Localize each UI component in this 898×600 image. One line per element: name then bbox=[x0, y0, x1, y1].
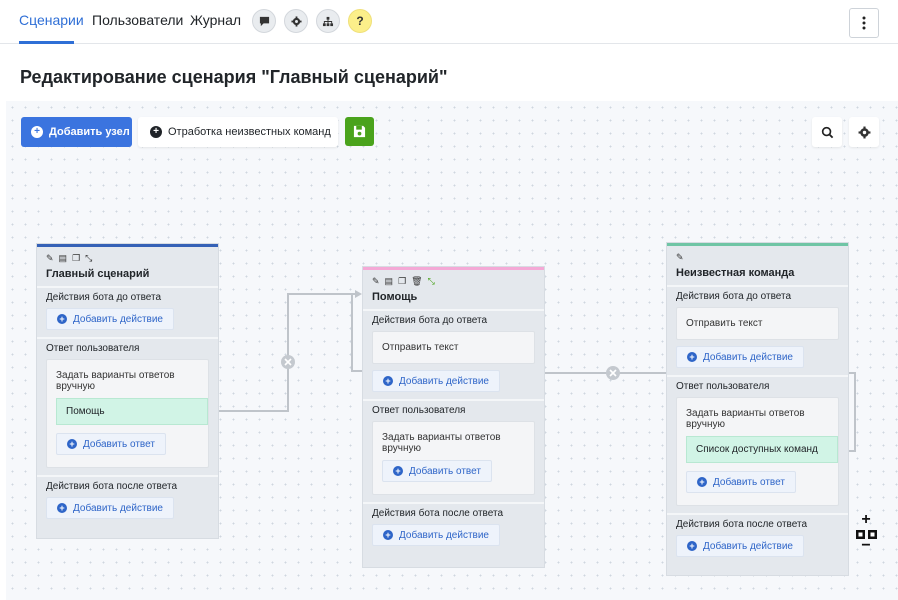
plus-circle-icon: + bbox=[67, 439, 77, 449]
unknown-commands-button[interactable]: + Отработка неизвестных команд bbox=[138, 117, 338, 147]
section-title: Действия бота до ответа bbox=[676, 291, 792, 302]
plus-circle-icon: + bbox=[57, 314, 67, 324]
node-unknown-command[interactable]: ✎ Неизвестная команда Действия бота до о… bbox=[666, 242, 849, 576]
add-action-button[interactable]: + Добавить действие bbox=[676, 535, 804, 557]
plus-circle-icon: + bbox=[697, 477, 707, 487]
kebab-vertical-icon[interactable] bbox=[849, 8, 879, 38]
add-answer-button[interactable]: + Добавить ответ bbox=[382, 460, 492, 482]
add-action-label: Добавить действие bbox=[399, 375, 489, 387]
add-answer-label: Добавить ответ bbox=[83, 438, 155, 450]
help-button[interactable]: ? bbox=[348, 9, 372, 33]
node-title: Главный сценарий bbox=[46, 268, 150, 280]
section-title: Действия бота после ответа bbox=[676, 519, 808, 530]
add-action-label: Добавить действие bbox=[73, 313, 163, 325]
answer-options-card: Задать варианты ответов вручную Помощь +… bbox=[46, 359, 209, 468]
add-action-button[interactable]: + Добавить действие bbox=[372, 524, 500, 546]
duplicate-icon[interactable]: ❐ bbox=[72, 253, 81, 263]
answer-options-card: Задать варианты ответов вручную Список д… bbox=[676, 397, 839, 506]
active-tab-indicator bbox=[19, 41, 74, 44]
node-main-scenario[interactable]: ✎ ▤ ❐ ⤡ Главный сценарий Действия бота д… bbox=[36, 243, 219, 539]
save-button[interactable] bbox=[345, 117, 374, 146]
search-button[interactable] bbox=[812, 117, 842, 147]
section-title: Действия бота до ответа bbox=[46, 292, 162, 303]
unknown-commands-label: Отработка неизвестных команд bbox=[168, 126, 331, 138]
section-title: Действия бота после ответа bbox=[46, 481, 178, 492]
add-action-label: Добавить действие bbox=[73, 502, 163, 514]
add-action-button[interactable]: + Добавить действие bbox=[676, 346, 804, 368]
node-color-bar bbox=[363, 267, 544, 270]
send-text-action: Отправить текст bbox=[382, 342, 459, 353]
add-node-label: Добавить узел bbox=[49, 126, 130, 138]
plus-circle-icon: + bbox=[687, 541, 697, 551]
answer-option[interactable]: Помощь bbox=[56, 398, 208, 425]
add-answer-button[interactable]: + Добавить ответ bbox=[56, 433, 166, 455]
edit-icon[interactable]: ✎ bbox=[46, 253, 54, 263]
manual-answers-label: Задать варианты ответов вручную bbox=[382, 432, 501, 454]
edit-icon[interactable]: ✎ bbox=[372, 276, 380, 286]
plus-circle-icon: + bbox=[383, 376, 393, 386]
gear-icon[interactable] bbox=[284, 9, 308, 33]
gear-icon bbox=[858, 126, 870, 138]
floppy-disk-icon bbox=[353, 125, 366, 138]
plus-circle-icon: + bbox=[150, 126, 162, 138]
fit-view-icon[interactable] bbox=[856, 528, 877, 541]
plus-circle-icon: + bbox=[687, 352, 697, 362]
node-color-bar bbox=[667, 243, 848, 246]
action-card[interactable]: Отправить текст bbox=[676, 307, 839, 340]
zoom-controls: + − bbox=[856, 511, 877, 554]
duplicate-icon[interactable]: ❐ bbox=[398, 276, 407, 286]
manual-answers-label: Задать варианты ответов вручную bbox=[56, 370, 175, 392]
node-color-bar bbox=[37, 244, 218, 247]
edit-icon[interactable]: ✎ bbox=[676, 252, 684, 262]
add-action-label: Добавить действие bbox=[703, 351, 793, 363]
manual-answers-label: Задать варианты ответов вручную bbox=[686, 408, 805, 430]
add-action-button[interactable]: + Добавить действие bbox=[372, 370, 500, 392]
canvas-settings-button[interactable] bbox=[849, 117, 879, 147]
sitemap-icon[interactable] bbox=[316, 9, 340, 33]
node-title: Неизвестная команда bbox=[676, 267, 795, 279]
copy-icon[interactable]: ▤ bbox=[384, 276, 394, 286]
plus-circle-icon: + bbox=[393, 466, 403, 476]
section-title: Ответ пользователя bbox=[46, 343, 140, 354]
section-title: Действия бота до ответа bbox=[372, 315, 488, 326]
search-icon bbox=[821, 126, 833, 138]
section-title: Ответ пользователя bbox=[372, 405, 466, 416]
plus-circle-icon: + bbox=[383, 530, 393, 540]
copy-icon[interactable]: ▤ bbox=[58, 253, 68, 263]
tab-journal[interactable]: Журнал bbox=[190, 12, 242, 28]
add-action-label: Добавить действие bbox=[399, 529, 489, 541]
node-title: Помощь bbox=[372, 291, 418, 303]
add-answer-label: Добавить ответ bbox=[713, 476, 785, 488]
add-action-button[interactable]: + Добавить действие bbox=[46, 308, 174, 330]
add-node-button[interactable]: + Добавить узел bbox=[21, 117, 132, 147]
top-navigation: Сценарии Пользователи Журнал ? bbox=[0, 0, 898, 44]
zoom-in-button[interactable]: + bbox=[861, 511, 871, 528]
page-title: Редактирование сценария "Главный сценари… bbox=[20, 67, 448, 87]
add-action-button[interactable]: + Добавить действие bbox=[46, 497, 174, 519]
section-title: Действия бота после ответа bbox=[372, 508, 504, 519]
zoom-out-button[interactable]: − bbox=[861, 537, 871, 554]
send-text-action: Отправить текст bbox=[686, 318, 763, 329]
plus-circle-icon: + bbox=[31, 126, 43, 138]
add-action-label: Добавить действие bbox=[703, 540, 793, 552]
add-answer-label: Добавить ответ bbox=[409, 465, 481, 477]
chat-icon[interactable] bbox=[252, 9, 276, 33]
resize-icon[interactable]: ⤡ bbox=[427, 276, 435, 286]
action-card[interactable]: Отправить текст bbox=[372, 331, 535, 364]
resize-icon[interactable]: ⤡ bbox=[85, 253, 93, 263]
delete-icon[interactable]: 🗑 bbox=[411, 276, 423, 286]
section-title: Ответ пользователя bbox=[676, 381, 770, 392]
plus-circle-icon: + bbox=[57, 503, 67, 513]
add-answer-button[interactable]: + Добавить ответ bbox=[686, 471, 796, 493]
tab-users[interactable]: Пользователи bbox=[92, 12, 184, 28]
answer-option[interactable]: Список доступных команд bbox=[686, 436, 838, 463]
node-help[interactable]: ✎ ▤ ❐ 🗑 ⤡ Помощь Действия бота до ответа… bbox=[362, 266, 545, 568]
tab-scenarios[interactable]: Сценарии bbox=[19, 12, 84, 28]
answer-options-card: Задать варианты ответов вручную + Добави… bbox=[372, 421, 535, 495]
